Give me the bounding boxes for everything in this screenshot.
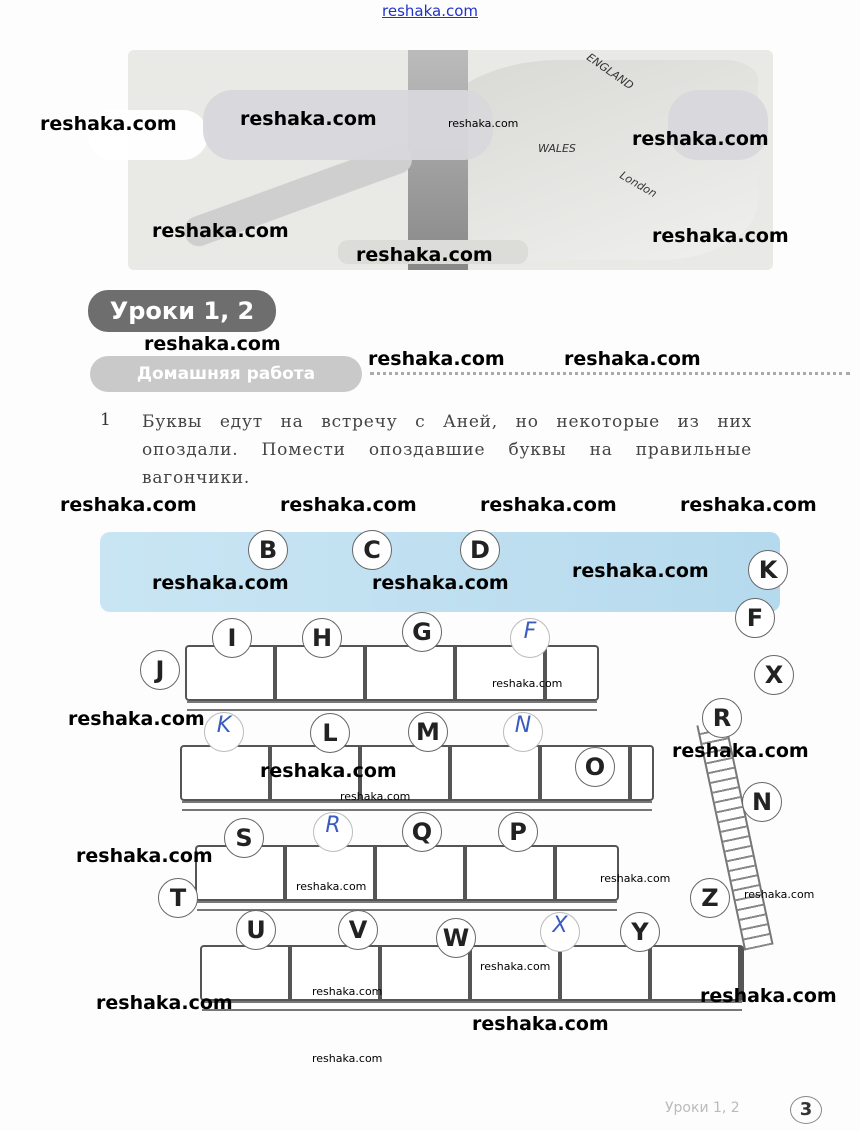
watermark-text: reshaka.com (60, 494, 197, 516)
letter-bubble: G (402, 612, 442, 652)
handwritten-letter: K (204, 712, 244, 752)
watermark-text: reshaka.com (472, 1013, 609, 1035)
handwritten-letter: N (503, 712, 543, 752)
letter-bubble: T (158, 878, 198, 918)
watermark-text: reshaka.com (632, 128, 769, 150)
map-label-wales: WALES (538, 142, 576, 155)
blur-blob (203, 90, 493, 160)
task-text: Буквы едут на встречу с Аней, но некотор… (142, 412, 752, 488)
watermark-text: reshaka.com (240, 108, 377, 130)
watermark-text: reshaka.com (652, 225, 789, 247)
watermark-text: reshaka.com (312, 1052, 383, 1065)
lesson-title: Уроки 1, 2 (88, 290, 276, 332)
letter-bubble: S (224, 818, 264, 858)
big-ben-illustration (408, 50, 468, 270)
letter-bubble: L (310, 713, 350, 753)
letter-bubble: B (248, 530, 288, 570)
watermark-text: reshaka.com (152, 220, 289, 242)
letter-bubble: U (236, 910, 276, 950)
blur-blob (668, 90, 768, 160)
letter-bubble: J (140, 650, 180, 690)
watermark-text: reshaka.com (356, 244, 493, 266)
watermark-text: reshaka.com (152, 572, 289, 594)
alphabet-banner (100, 532, 780, 612)
watermark-text: reshaka.com (680, 494, 817, 516)
letter-bubble: V (338, 910, 378, 950)
watermark-text: reshaka.com (672, 740, 809, 762)
watermark-text: reshaka.com (76, 845, 213, 867)
letter-bubble: K (748, 550, 788, 590)
handwritten-letter: R (313, 812, 353, 852)
watermark-text: reshaka.com (312, 985, 383, 998)
watermark-text: reshaka.com (260, 760, 397, 782)
watermark-text: reshaka.com (480, 960, 551, 973)
watermark-text: reshaka.com (744, 888, 815, 901)
blur-blob (88, 110, 208, 160)
letter-bubble: P (498, 812, 538, 852)
letter-bubble: Q (402, 812, 442, 852)
train-row-1 (185, 645, 599, 711)
letter-bubble: Y (620, 912, 660, 952)
handwritten-letter: X (540, 912, 580, 952)
watermark-text: reshaka.com (480, 494, 617, 516)
letter-bubble: C (352, 530, 392, 570)
watermark-text: reshaka.com (448, 117, 519, 130)
header-illustration: ENGLAND WALES London (88, 50, 773, 270)
letter-bubble: M (408, 712, 448, 752)
letter-bubble: R (702, 698, 742, 738)
letter-bubble: D (460, 530, 500, 570)
watermark-text: reshaka.com (280, 494, 417, 516)
watermark-text: reshaka.com (372, 572, 509, 594)
letter-bubble: W (436, 918, 476, 958)
watermark-text: reshaka.com (600, 872, 671, 885)
letter-bubble: F (735, 598, 775, 638)
watermark-text: reshaka.com (296, 880, 367, 893)
letter-bubble: I (212, 618, 252, 658)
watermark-text: reshaka.com (340, 790, 411, 803)
watermark-text: reshaka.com (68, 708, 205, 730)
train-illustration (70, 520, 790, 1030)
watermark-text: reshaka.com (564, 348, 701, 370)
watermark-text: reshaka.com (368, 348, 505, 370)
watermark-text: reshaka.com (40, 113, 177, 135)
letter-bubble: Z (690, 878, 730, 918)
watermark-text: reshaka.com (700, 985, 837, 1007)
watermark-text[interactable]: reshaka.com (382, 2, 478, 20)
watermark-text: reshaka.com (96, 992, 233, 1014)
task-number: 1 (100, 410, 111, 430)
page-number: 3 (790, 1096, 822, 1124)
handwritten-letter: F (510, 618, 550, 658)
watermark-text: reshaka.com (144, 333, 281, 355)
letter-bubble: X (754, 655, 794, 695)
letter-bubble: N (742, 782, 782, 822)
scroll-decoration (338, 240, 528, 264)
letter-bubble: O (575, 747, 615, 787)
watermark-text: reshaka.com (572, 560, 709, 582)
running-title: Уроки 1, 2 (665, 1100, 740, 1116)
train-row-3 (195, 845, 619, 911)
watermark-text: reshaka.com (492, 677, 563, 690)
train-row-4 (200, 945, 744, 1011)
section-title: Домашняя работа (90, 356, 362, 392)
dotted-divider (370, 372, 850, 375)
letter-bubble: H (302, 618, 342, 658)
